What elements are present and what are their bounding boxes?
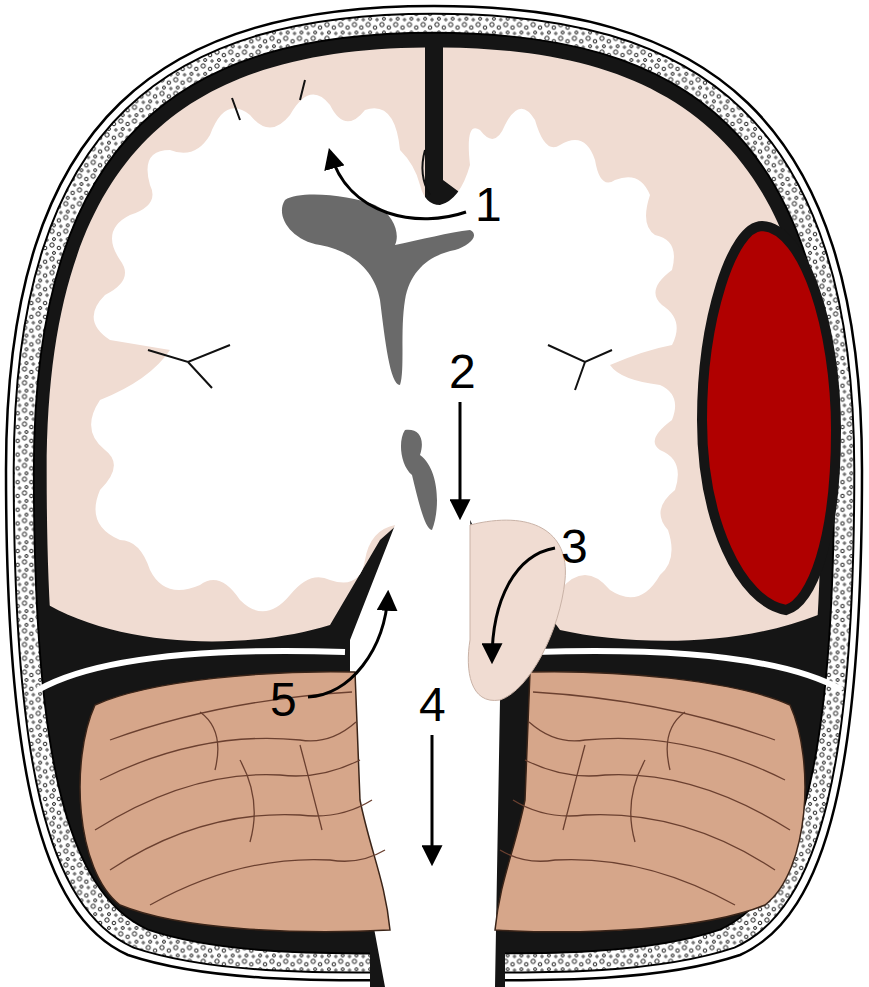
callout-number: 4 [419, 681, 446, 729]
uncus [468, 520, 565, 700]
callout-number: 1 [475, 181, 502, 229]
herniation-arrows [308, 152, 555, 862]
third-ventricle [401, 430, 437, 530]
left-cerebellum [80, 672, 390, 932]
hematoma [702, 226, 836, 610]
right-cerebellum [495, 672, 805, 932]
lateral-ventricle [282, 195, 474, 385]
callout-number: 5 [270, 676, 297, 724]
callout-number: 3 [561, 523, 588, 571]
sulcus-lines [148, 80, 612, 390]
callout-number: 2 [449, 348, 476, 396]
